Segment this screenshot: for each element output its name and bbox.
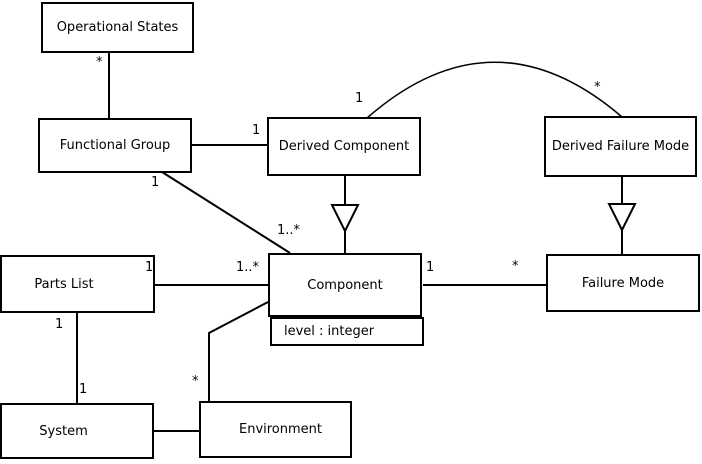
multiplicity-functionalgroup-end: 1 — [151, 175, 160, 190]
generalization-arrow-failuremode — [607, 203, 637, 233]
class-failure-mode: Failure Mode — [546, 254, 700, 312]
class-name: Parts List — [34, 276, 94, 292]
multiplicity-system-end: 1 — [79, 382, 88, 397]
multiplicity-component-right-end: 1 — [426, 260, 435, 275]
multiplicity-operationalstates-end: * — [96, 55, 103, 70]
class-derived-component: Derived Component — [267, 117, 421, 176]
multiplicity-derivedcomponent-left-end: 1 — [252, 123, 261, 138]
class-name: Environment — [238, 422, 322, 437]
class-name: System — [39, 423, 88, 439]
class-name: Operational States — [56, 20, 179, 35]
class-operational-states: Operational States — [41, 2, 194, 53]
class-name: Functional Group — [59, 138, 171, 153]
edge-component-environment — [208, 301, 269, 401]
class-parts-list: Parts List — [0, 255, 155, 313]
class-component: Component — [268, 253, 422, 317]
class-functional-group: Functional Group — [38, 118, 192, 173]
multiplicity-component-top-end: 1..* — [277, 223, 301, 238]
multiplicity-component-left-end: 1..* — [236, 260, 260, 275]
class-environment: Environment — [199, 401, 352, 458]
multiplicity-partslist-bottom-end: 1 — [55, 317, 64, 332]
class-system: System — [0, 403, 154, 459]
edge-functionalgroup-component — [161, 171, 291, 254]
class-name: Component — [307, 277, 383, 293]
class-name: Derived Component — [278, 139, 410, 154]
multiplicity-arc-derivedfailuremode-end: * — [594, 80, 601, 95]
edge-derivedcomponent-derivedfailuremode — [366, 61, 623, 119]
generalization-arrow-component — [330, 204, 360, 234]
attribute-level: level : integer — [284, 324, 375, 339]
multiplicity-failuremode-end: * — [512, 259, 519, 274]
multiplicity-partslist-right-end: 1 — [145, 260, 154, 275]
class-name: Failure Mode — [581, 275, 665, 291]
multiplicity-arc-derivedcomponent-end: 1 — [355, 91, 364, 106]
class-name: Derived Failure Mode — [551, 139, 690, 154]
multiplicity-environment-end: * — [192, 374, 199, 389]
class-component-attributes: level : integer — [270, 317, 424, 346]
class-derived-failure-mode: Derived Failure Mode — [544, 116, 697, 177]
